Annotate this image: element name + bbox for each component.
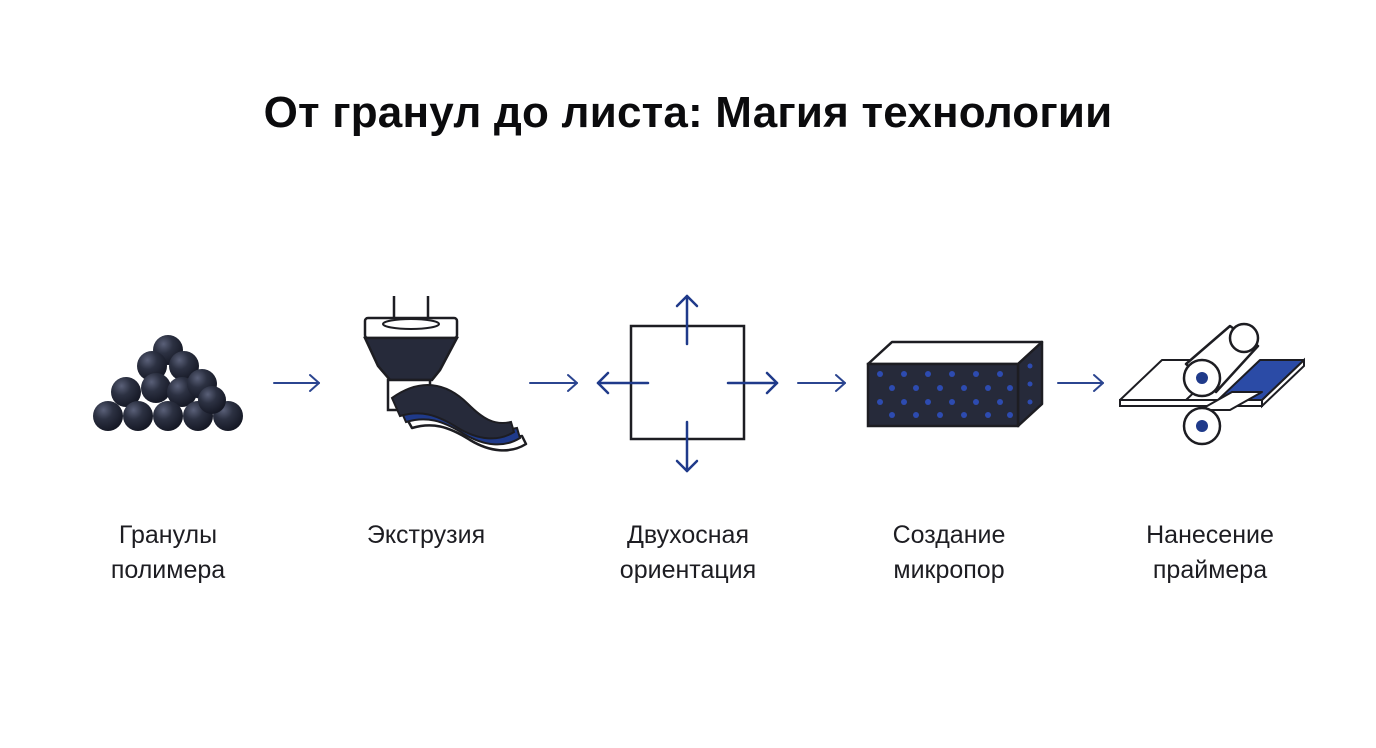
flow-arrow-4 <box>1057 374 1104 392</box>
step-label-micropores: Создание микропор <box>892 521 1006 584</box>
step-label-primer: Нанесение праймера <box>1146 521 1274 584</box>
extruder-icon <box>363 296 528 452</box>
biaxial-orientation-icon <box>596 294 779 473</box>
flow-arrow-3 <box>797 374 846 392</box>
microporous-block-icon <box>866 340 1044 428</box>
step-label-orientation: Двухосная ориентация <box>619 521 757 584</box>
page-title: От гранул до листа: Магия технологии <box>263 88 1113 137</box>
step-label-granules: Гранулы полимера <box>110 521 226 584</box>
flow-arrow-2 <box>529 374 578 392</box>
step-label-extrusion: Экструзия <box>366 521 486 549</box>
primer-rollers-icon <box>1119 322 1305 446</box>
flow-arrow-1 <box>273 374 320 392</box>
polymer-granules-icon <box>93 335 243 431</box>
